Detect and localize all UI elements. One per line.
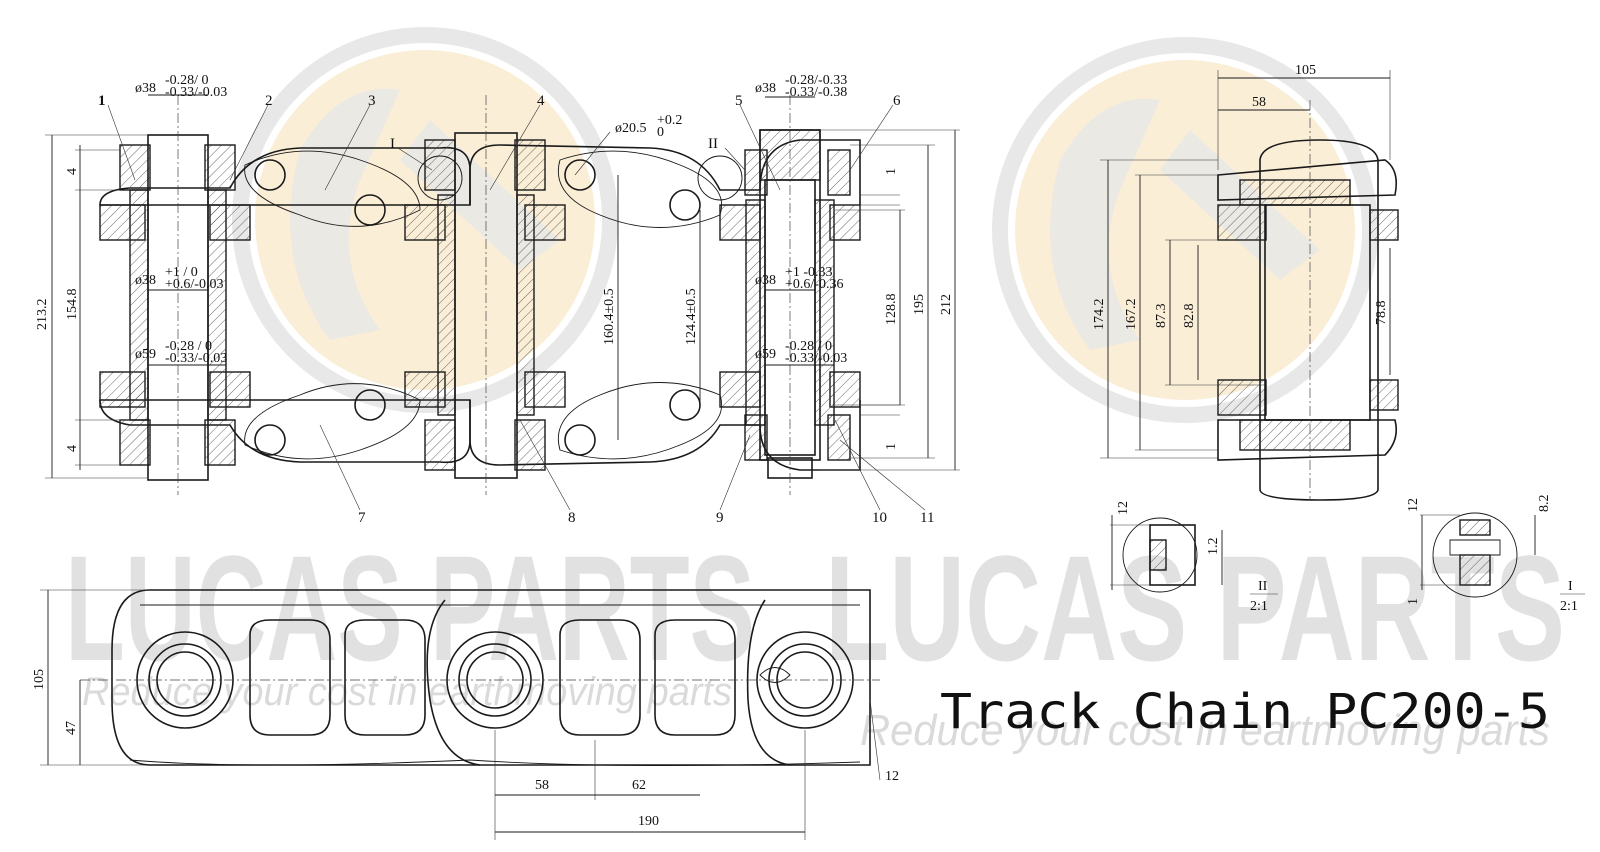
- part-label-5: 5: [735, 93, 743, 109]
- part-label-4: 4: [537, 93, 545, 109]
- outer-dia-1: ø59: [135, 347, 156, 362]
- drawing-title: Track Chain PC200-5: [940, 684, 1550, 740]
- end-view: 105 58 174.2 167.2 87.3 82.8 78.8: [1092, 63, 1399, 501]
- end-dim-78-8: 78.8: [1374, 301, 1389, 326]
- detail-i-dim-1: 1: [1406, 598, 1421, 605]
- pin-dia-top-2: ø38: [755, 81, 776, 96]
- detail-i-label: I: [1568, 579, 1573, 594]
- bush-dia-1: ø38: [135, 273, 156, 288]
- detail-ii-scale: 2:1: [1250, 599, 1268, 614]
- watermark-brand-left: LUCAS PARTS: [65, 524, 755, 692]
- detail-i-scale: 2:1: [1560, 599, 1578, 614]
- side-dim-12: 12: [885, 769, 899, 784]
- detail-mark-ii: II: [708, 136, 718, 152]
- pin-tol-top-1b: -0.33/-0.03: [165, 85, 227, 100]
- bush-tol-2b: +0.6/-0.36: [785, 277, 843, 292]
- bush-dia-2: ø38: [755, 273, 776, 288]
- end-dim-174-2: 174.2: [1092, 299, 1107, 331]
- bush-tol-1a: +1 / 0: [165, 265, 198, 280]
- outer-tol-2b: -0.33/-0.03: [785, 351, 847, 366]
- outer-tol-1b: -0.33/-0.03: [165, 351, 227, 366]
- part-label-10: 10: [872, 510, 887, 526]
- detail-i-dim-8-2: 8.2: [1537, 495, 1552, 513]
- bush-tol-2a: +1 -0.33: [785, 265, 833, 280]
- part-label-1: 1: [98, 93, 106, 109]
- dim-4-bottom: 4: [65, 445, 80, 452]
- dim-195: 195: [912, 294, 927, 315]
- watermark-slogan-left: Reduce your cost in earthmoving parts: [82, 670, 732, 714]
- end-dim-105: 105: [1295, 63, 1316, 78]
- outer-tol-2a: -0.28 / 0: [785, 339, 832, 354]
- detail-ii-label: II: [1258, 579, 1268, 594]
- hole-tol-a: +0.2: [657, 113, 682, 128]
- part-label-11: 11: [920, 510, 934, 526]
- dim-1-bottom: 1: [884, 443, 899, 450]
- dim-212: 212: [939, 294, 954, 315]
- watermark-slogan-right: Reduce your cost in eartmoving parts: [860, 706, 1550, 755]
- detail-i-dim-12: 12: [1406, 498, 1421, 512]
- part-labels: 1 2 3 4 5 6 7 8 9 10 11 I II: [98, 93, 934, 526]
- dim-160-4: 160.4±0.5: [602, 288, 617, 345]
- dim-1-top: 1: [884, 168, 899, 175]
- detail-mark-i: I: [390, 136, 395, 152]
- side-dim-105: 105: [32, 669, 47, 690]
- end-dim-87-3: 87.3: [1154, 304, 1169, 329]
- detail-ii-dim-12: 12: [1116, 501, 1131, 515]
- pin-tol-top-1a: -0.28/ 0: [165, 73, 209, 88]
- side-dim-190: 190: [638, 814, 659, 829]
- dim-213-2: 213.2: [35, 299, 50, 331]
- detail-i: 12 8.2 1 I 2:1: [1406, 495, 1585, 614]
- bush-tol-1b: +0.6/-0.03: [165, 277, 223, 292]
- part-label-2: 2: [265, 93, 273, 109]
- end-dim-167-2: 167.2: [1124, 299, 1139, 331]
- section-view: [45, 94, 960, 511]
- hole-dia: ø20.5: [615, 121, 647, 136]
- dim-128-8: 128.8: [884, 294, 899, 326]
- watermark-logo-right: [992, 37, 1378, 423]
- detail-ii-dim-1-2: 1.2: [1206, 538, 1221, 556]
- detail-ii: 12 1.2 II 2:1: [1110, 501, 1278, 614]
- dim-154-8: 154.8: [65, 289, 80, 321]
- dim-4-top: 4: [65, 168, 80, 175]
- hole-tol-b: 0: [657, 125, 664, 140]
- dim-124-4: 124.4±0.5: [684, 288, 699, 345]
- end-dim-58: 58: [1252, 95, 1266, 110]
- part-label-7: 7: [358, 510, 366, 526]
- part-label-9: 9: [716, 510, 724, 526]
- section-dimensions: ø38 -0.28/ 0 -0.33/-0.03 ø38 -0.28/-0.33…: [35, 73, 954, 452]
- side-dim-62: 62: [632, 778, 646, 793]
- side-dim-58: 58: [535, 778, 549, 793]
- side-view: 105 47 58 62 190 12: [32, 589, 899, 840]
- end-dim-82-8: 82.8: [1182, 304, 1197, 329]
- part-label-6: 6: [893, 93, 901, 109]
- pin-dia-top-1: ø38: [135, 81, 156, 96]
- pin-tol-top-2b: -0.33/-0.38: [785, 85, 847, 100]
- outer-tol-1a: -0.28 / 0: [165, 339, 212, 354]
- side-dim-47: 47: [64, 721, 79, 735]
- pin-tol-top-2a: -0.28/-0.33: [785, 73, 847, 88]
- part-label-8: 8: [568, 510, 576, 526]
- part-label-3: 3: [368, 93, 376, 109]
- outer-dia-2: ø59: [755, 347, 776, 362]
